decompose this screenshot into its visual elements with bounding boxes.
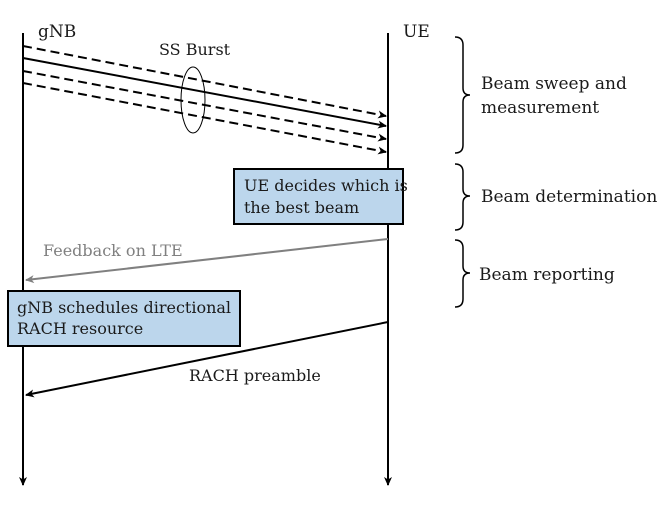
- ue-decides-line-2: the best beam: [244, 198, 359, 217]
- reporting-label: Beam reporting: [479, 265, 615, 285]
- ue-decides-line-1: UE decides which is: [244, 176, 408, 195]
- rach-preamble-arrow: [25, 321, 389, 398]
- feedback-label: Feedback on LTE: [43, 241, 183, 260]
- ue-label: UE: [403, 22, 430, 42]
- beam-dashed-3: [22, 82, 387, 155]
- feedback-arrow: [25, 238, 389, 284]
- beam-dashed-1: [22, 45, 387, 119]
- gnb-schedules-line-2: RACH resource: [17, 319, 143, 338]
- ss-burst-ellipse: [180, 66, 206, 134]
- sweep-label-line-1: Beam sweep and: [481, 74, 627, 94]
- determination-brace: [454, 163, 471, 231]
- rach-preamble-label: RACH preamble: [189, 366, 321, 385]
- reporting-brace: [454, 239, 471, 308]
- sweep-label-line-2: measurement: [481, 98, 599, 118]
- ss-burst-label: SS Burst: [159, 40, 231, 59]
- gnb-schedules-box: [7, 290, 241, 347]
- sweep-brace: [454, 36, 471, 154]
- gnb-label: gNB: [38, 22, 76, 42]
- determination-label: Beam determination: [481, 187, 657, 207]
- ue-decides-box: [233, 168, 404, 225]
- gnb-schedules-line-1: gNB schedules directional: [17, 298, 231, 317]
